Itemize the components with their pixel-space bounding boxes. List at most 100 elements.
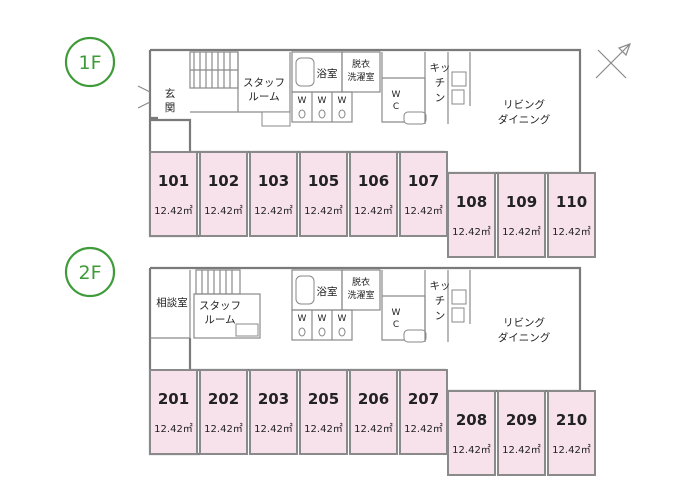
toilet-icon [318, 109, 326, 119]
floor-badge-1f [64, 36, 116, 88]
room-area: 12.42㎡ [254, 205, 293, 217]
guest-room [447, 390, 496, 476]
north-arrow-icon [595, 42, 632, 79]
room-number: 107 [408, 172, 439, 190]
floor-label-1f: 1F [78, 52, 101, 74]
staircase-2f [195, 269, 241, 295]
bath-label-1f: 浴室 [317, 67, 338, 80]
room-number: 106 [358, 172, 389, 190]
room-number: 101 [158, 172, 189, 190]
staff-room-label-2: ルーム [248, 91, 279, 103]
guest-room [399, 151, 448, 237]
sink-icon [451, 307, 465, 323]
dressing-label-2: 洗濯室 [347, 71, 374, 83]
room-number: 105 [308, 172, 339, 190]
room-number: 202 [208, 390, 239, 408]
svg-text:W: W [338, 96, 347, 106]
toilet-icon [318, 327, 326, 337]
guest-room [447, 172, 496, 258]
svg-text:W: W [318, 314, 327, 324]
toilet-icon [403, 111, 427, 125]
toilet-icon [338, 109, 346, 119]
guest-room [547, 172, 596, 258]
living-label-2: ダイニング [498, 113, 551, 126]
room-number: 205 [308, 390, 339, 408]
kitchen-counter-2f [424, 270, 471, 342]
room-area: 12.42㎡ [502, 226, 541, 238]
toilet-icon [298, 327, 306, 337]
room-area: 12.42㎡ [354, 205, 393, 217]
wc-label-1f: W [392, 90, 401, 100]
room-number: 208 [456, 411, 487, 429]
room-area: 12.42㎡ [254, 423, 293, 435]
dressing-2f-label-2: 洗濯室 [347, 289, 374, 301]
entrance-label-1: 玄 [165, 87, 176, 100]
stove-icon [451, 289, 467, 305]
consult-room-walls-2f [150, 270, 191, 339]
staff-room-2f [193, 293, 261, 339]
room-number: 210 [556, 411, 587, 429]
guest-room [249, 151, 298, 237]
wc-label-2f: W [392, 308, 401, 318]
guest-room [349, 151, 398, 237]
guest-room [497, 172, 546, 258]
staff-room-label-1: スタッフ [243, 77, 285, 89]
wc-label-1f-c: C [393, 102, 399, 112]
bathtub-icon [295, 275, 315, 305]
room-area: 12.42㎡ [552, 226, 591, 238]
toilet-stalls-2f: W W W [291, 309, 353, 341]
svg-text:W: W [318, 96, 327, 106]
room-area: 12.42㎡ [404, 423, 443, 435]
room-number: 109 [506, 193, 537, 211]
room-area: 12.42㎡ [502, 444, 541, 456]
room-area: 12.42㎡ [452, 444, 491, 456]
room-area: 12.42㎡ [304, 205, 343, 217]
toilet-icon [298, 109, 306, 119]
svg-text:W: W [338, 314, 347, 324]
room-number: 207 [408, 390, 439, 408]
room-grid-1f: 10112.42㎡10212.42㎡10312.42㎡10512.42㎡1061… [149, 151, 596, 258]
floor-badge-2f [64, 246, 116, 298]
staff-room-2f-label-1: スタッフ [199, 300, 241, 312]
room-area: 12.42㎡ [154, 423, 193, 435]
guest-room [299, 151, 348, 237]
sink-icon [261, 111, 291, 127]
sink-icon [235, 323, 259, 337]
entrance-door-1f [137, 85, 151, 109]
guest-room [547, 390, 596, 476]
living-label-1: リビング [503, 98, 545, 111]
room-number: 103 [258, 172, 289, 190]
guest-room [199, 369, 248, 455]
sink-icon [451, 89, 465, 105]
guest-room [349, 369, 398, 455]
consult-room-label: 相談室 [156, 296, 188, 309]
guest-room [299, 369, 348, 455]
room-number: 201 [158, 390, 189, 408]
kitchen-counter-1f [424, 52, 471, 124]
entrance-label-2: 関 [165, 102, 176, 114]
floor-label-2f: 2F [78, 262, 101, 284]
kitchen-label-3: ン [435, 92, 446, 104]
room-area: 12.42㎡ [154, 205, 193, 217]
staircase-1f [189, 51, 239, 89]
floor-1f: 1F 玄 関 スタッフ ルーム 浴室 脱衣 洗 [64, 36, 632, 258]
kitchen-2f-label-3: ン [435, 310, 446, 322]
dressing-room-1f [341, 51, 381, 93]
dressing-room-2f [341, 269, 381, 311]
floor-2f: 2F 相談室 スタッフ ルーム 浴室 脱衣 洗濯室 [64, 246, 596, 476]
bathtub-icon [295, 57, 315, 87]
living-2f-label-1: リビング [503, 316, 545, 329]
bath-label-2f: 浴室 [317, 285, 338, 298]
guest-room [199, 151, 248, 237]
room-grid-2f: 20112.42㎡20212.42㎡20312.42㎡20512.42㎡2061… [149, 369, 596, 476]
room-area: 12.42㎡ [304, 423, 343, 435]
svg-text:W: W [298, 314, 307, 324]
kitchen-2f-label-1: キッ [430, 280, 451, 292]
staff-room-2f-label-2: ルーム [204, 314, 235, 326]
guest-room [149, 151, 198, 237]
room-number: 110 [556, 193, 587, 211]
svg-text:W: W [298, 96, 307, 106]
wc-label-2f-c: C [393, 320, 399, 330]
room-number: 203 [258, 390, 289, 408]
